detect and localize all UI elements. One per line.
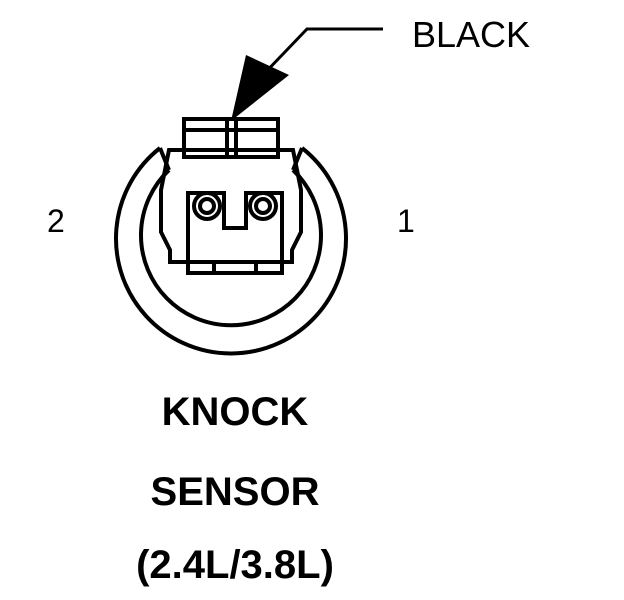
pin-cavity-1 <box>248 191 278 221</box>
wire-color-label: BLACK <box>412 14 531 55</box>
title-line-3: (2.4L/3.8L) <box>136 543 334 587</box>
leader-arrow <box>231 27 383 121</box>
connector-housing <box>159 148 303 264</box>
title-line-2: SENSOR <box>150 470 320 514</box>
title-line-1: KNOCK <box>161 390 309 434</box>
pin-cavity-2 <box>192 191 222 221</box>
connector-outer-ring <box>114 146 348 356</box>
pin-2-label: 2 <box>47 203 65 239</box>
terminal-block <box>186 191 284 275</box>
pin-1-label: 1 <box>397 203 415 239</box>
